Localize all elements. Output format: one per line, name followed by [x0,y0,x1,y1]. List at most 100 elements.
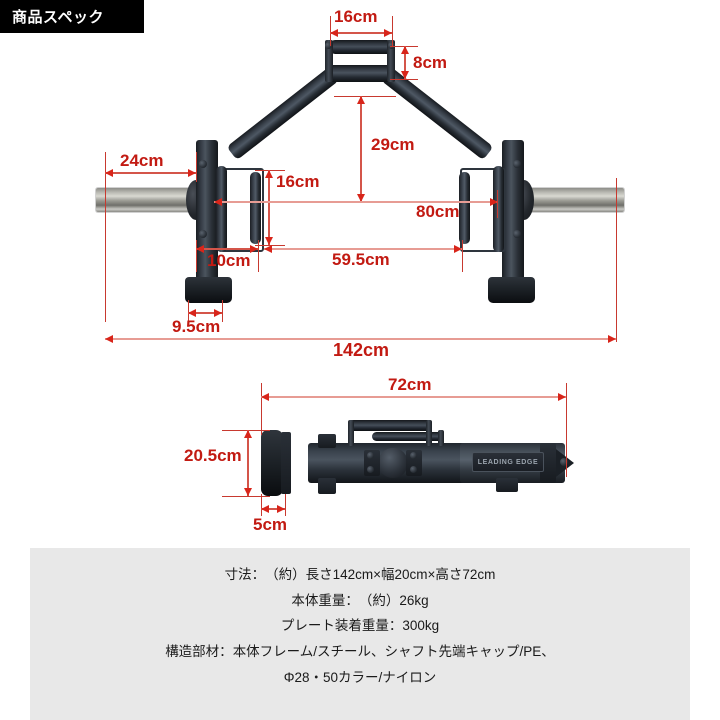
spec-label: プレート装着重量： [280,618,403,634]
spec-value: （約）26kg [358,592,429,608]
ext-side-h-bottom [222,496,270,497]
side-clamp-rear [318,434,336,448]
ext-top-width-right [392,16,393,46]
grip-tube-left-outer [250,172,261,244]
dim-handle-height: 8cm [413,53,448,72]
dimline-total-width [105,338,616,340]
ext-foot-right [222,300,223,322]
grip-tube-right-inner [493,166,504,252]
side-hub-knob [378,448,408,478]
arrow-gripspan-left [214,198,222,206]
arrow-handle-down [401,71,409,79]
side-hub-bolt-3 [410,452,417,459]
arrow-shaft-left-r [188,169,196,177]
arrow-side-h-up [244,430,252,438]
dimline-pad-width [261,508,285,510]
arrow-pad-right [277,505,285,513]
arrow-inner-left [264,245,272,253]
arrow-handle-up [401,46,409,54]
side-pad-backplate [281,432,291,494]
arrow-side-len-right [558,393,566,401]
side-nose-bolt [560,458,568,466]
dim-apex-height: 29cm [371,135,415,154]
side-hub-bolt-4 [410,466,417,473]
top-crossbar [325,65,395,82]
ext-shaft-left-outer [105,152,106,322]
dim-side-length: 72cm [388,375,432,394]
spec-value: 300kg [402,618,440,634]
header-banner: 商品スペック [0,0,144,33]
ext-side-len-right [566,383,567,477]
dimline-shaft-left [105,172,196,174]
side-nose-plate [540,443,556,483]
arrow-gripw-left [196,245,204,253]
side-rail-post-right [426,420,432,446]
foot-right [488,277,535,303]
ext-side-len-left [261,383,262,435]
dimline-grip-width [196,248,258,250]
ext-total-right [616,178,617,342]
side-rail-post-left [348,420,354,446]
spec-label: 寸法： [224,567,266,582]
ext-gripspan-right [497,190,498,218]
arrow-top-width-right [384,29,392,37]
top-handle-bar [330,40,392,54]
top-bracket-right [387,40,395,82]
spec-value: 本体フレーム/スチール、シャフト先端キャップ/PE、 [232,643,555,659]
top-bolt-right [388,42,395,49]
dim-total-width: 142cm [333,340,390,360]
arrow-foot-right [214,309,222,317]
side-rail-post-mid [438,430,444,446]
grip-tube-right-outer [459,172,470,244]
foot-left [185,277,232,303]
arrow-apex-down [357,194,365,202]
ext-pad-right [285,494,286,516]
arrow-apex-up [357,96,365,104]
side-lower-rail [372,432,444,441]
ext-shaft-left-inner [196,152,197,182]
post-bolt-left-top [199,160,207,168]
dim-inner-span: 59.5cm [332,250,390,269]
dim-foot-width: 9.5cm [172,317,221,336]
brand-plate: LEADING EDGE [472,452,544,472]
spec-row: プレート装着重量： 300kg [30,613,690,639]
side-clamp-rear-lower [318,478,336,494]
side-hub-bolt-1 [367,452,374,459]
dim-shaft-left: 24cm [120,151,164,170]
top-bracket-left [325,40,333,82]
spec-row-continuation: Φ28・50カラー/ナイロン [30,665,690,691]
dimline-side-length [261,396,566,398]
spec-row: 寸法： （約）長さ142cm×幅20cm×高さ72cm [30,562,690,588]
ext-inner-right [462,240,463,272]
spec-row: 構造部材： 本体フレーム/スチール、シャフト先端キャップ/PE、 [30,639,690,665]
arrow-pad-left [261,505,269,513]
arrow-side-len-left [261,393,269,401]
dim-grip-width: 10cm [207,251,251,270]
dimline-top-width [330,32,392,34]
post-bolt-left-bottom [199,230,207,238]
dimline-apex [360,96,362,202]
post-right [502,140,524,282]
post-bolt-right-bottom [513,230,521,238]
arrow-grip-h-down [265,237,273,245]
ext-apex-top [334,96,396,97]
arrow-shaft-left-l [105,169,113,177]
dimline-foot-width [188,312,222,314]
arrow-total-right [608,335,616,343]
dimline-grip-height [268,170,270,245]
dimline-grip-span [214,201,498,203]
arrow-gripspan-right [490,198,498,206]
page-title: 商品スペック [12,9,104,26]
spec-continuation: Φ28・50カラー/ナイロン [283,669,437,685]
dim-side-height: 20.5cm [184,446,242,465]
ext-gripw-left [196,240,197,272]
spec-rows: 寸法： （約）長さ142cm×幅20cm×高さ72cm 本体重量： （約）26k… [30,562,690,690]
dimline-side-height [247,430,249,496]
spec-label: 本体重量： [291,592,359,608]
dimline-inner-span [264,248,462,250]
dim-top-width: 16cm [334,7,378,26]
dim-grip-span: 80cm [416,202,460,221]
grip-tube-left-inner [216,166,227,252]
dim-pad-width: 5cm [253,515,288,534]
